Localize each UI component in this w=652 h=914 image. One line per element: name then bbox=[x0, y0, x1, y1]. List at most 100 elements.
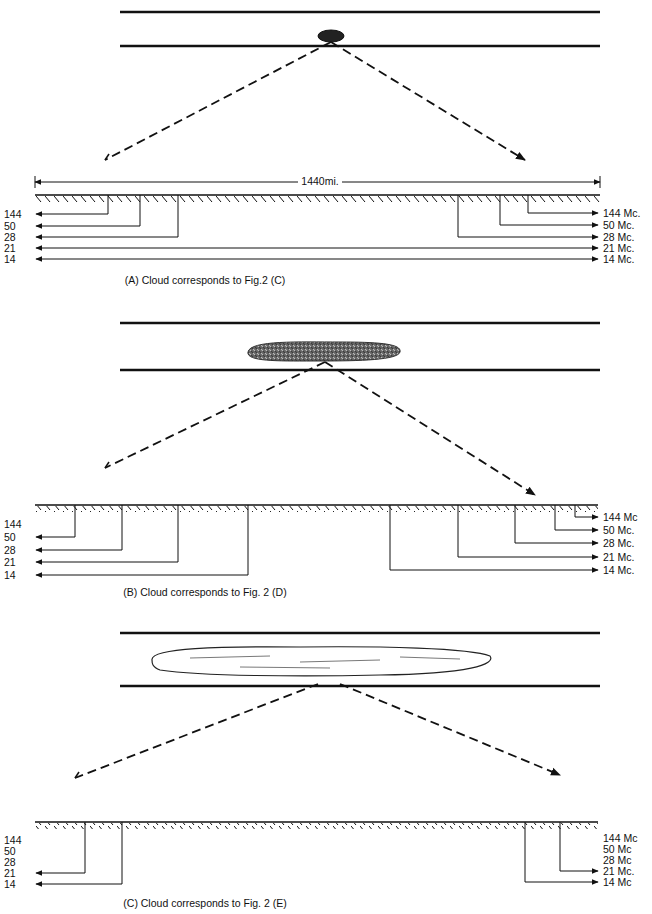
line-drawing bbox=[36, 214, 108, 215]
caption: (C) Cloud corresponds to Fig. 2 (E) bbox=[123, 898, 286, 909]
frequency-label: 144 Mc bbox=[603, 833, 637, 844]
line-drawing bbox=[36, 537, 75, 538]
frequency-label: 28 Mc. bbox=[603, 538, 635, 549]
line-drawing bbox=[575, 517, 598, 518]
frequency-label: 14 bbox=[4, 879, 16, 890]
line-drawing bbox=[525, 882, 598, 883]
frequency-label: 28 bbox=[4, 545, 16, 556]
frequency-label: 144 Mc. bbox=[603, 208, 640, 219]
line-drawing bbox=[458, 237, 598, 238]
line-drawing bbox=[105, 42, 331, 160]
frequency-label: 14 Mc. bbox=[603, 254, 635, 265]
caption: (B) Cloud corresponds to Fig. 2 (D) bbox=[123, 587, 286, 598]
line-drawing bbox=[108, 195, 109, 214]
line-drawing bbox=[340, 684, 560, 775]
line-drawing bbox=[140, 195, 141, 226]
line-drawing bbox=[120, 369, 600, 372]
line-drawing bbox=[85, 822, 86, 873]
line-drawing bbox=[555, 530, 598, 531]
frequency-label: 21 bbox=[4, 243, 16, 254]
frequency-label: 50 bbox=[4, 532, 16, 543]
line-drawing bbox=[528, 213, 598, 214]
frequency-label: 50 Mc. bbox=[603, 525, 635, 536]
frequency-label: 21 Mc. bbox=[603, 243, 635, 254]
line-drawing bbox=[35, 823, 598, 829]
line-drawing bbox=[120, 11, 600, 14]
line-drawing bbox=[325, 362, 535, 495]
line-drawing bbox=[105, 362, 325, 468]
line-drawing bbox=[575, 505, 576, 517]
cloud-shape bbox=[152, 647, 491, 676]
line-drawing bbox=[120, 45, 600, 48]
line-drawing bbox=[35, 504, 598, 506]
line-drawing bbox=[178, 505, 179, 562]
line-drawing bbox=[120, 322, 600, 325]
line-drawing bbox=[120, 685, 600, 688]
frequency-label: 144 Mc bbox=[603, 512, 637, 523]
line-drawing bbox=[390, 570, 598, 571]
line-drawing bbox=[515, 505, 516, 543]
line-drawing bbox=[36, 575, 248, 576]
line-drawing bbox=[500, 195, 501, 225]
frequency-label: 50 bbox=[4, 221, 16, 232]
line-drawing bbox=[36, 873, 85, 874]
panel-a bbox=[35, 12, 600, 259]
line-drawing bbox=[75, 505, 76, 537]
cloud-shape bbox=[318, 30, 344, 42]
line-drawing bbox=[36, 237, 178, 238]
line-drawing bbox=[122, 505, 123, 550]
line-drawing bbox=[35, 506, 598, 512]
line-drawing bbox=[331, 42, 525, 160]
line-drawing bbox=[458, 557, 598, 558]
line-drawing bbox=[36, 259, 598, 260]
line-drawing bbox=[555, 505, 556, 530]
frequency-label: 21 bbox=[4, 557, 16, 568]
line-drawing bbox=[35, 196, 600, 202]
panel-c bbox=[35, 633, 600, 884]
frequency-label: 28 bbox=[4, 857, 16, 868]
line-drawing bbox=[515, 543, 598, 544]
frequency-label: 144 bbox=[4, 209, 22, 220]
frequency-label: 14 bbox=[4, 254, 16, 265]
line-drawing bbox=[35, 821, 598, 823]
line-drawing bbox=[36, 550, 122, 551]
line-drawing bbox=[75, 772, 79, 778]
line-drawing bbox=[36, 226, 140, 227]
frequency-label: 14 bbox=[4, 570, 16, 581]
frequency-label: 21 Mc. bbox=[603, 866, 635, 877]
frequency-label: 50 bbox=[4, 846, 16, 857]
line-drawing bbox=[528, 195, 529, 213]
caption: (A) Cloud corresponds to Fig.2 (C) bbox=[125, 275, 285, 286]
frequency-label: 50 Mc bbox=[603, 844, 632, 855]
line-drawing bbox=[560, 822, 561, 871]
frequency-label: 14 Mc bbox=[603, 877, 632, 888]
line-drawing bbox=[500, 225, 598, 226]
line-drawing bbox=[36, 248, 598, 249]
line-drawing bbox=[178, 195, 179, 237]
frequency-label: 50 Mc. bbox=[603, 220, 635, 231]
line-drawing bbox=[190, 656, 460, 668]
line-drawing bbox=[458, 505, 459, 557]
frequency-label: 28 bbox=[4, 232, 16, 243]
cloud-shape bbox=[248, 342, 400, 361]
frequency-label: 28 Mc. bbox=[603, 232, 635, 243]
line-drawing bbox=[248, 505, 249, 575]
line-drawing bbox=[458, 195, 459, 237]
line-drawing bbox=[600, 176, 601, 188]
line-drawing bbox=[36, 884, 122, 885]
frequency-label: 14 Mc. bbox=[603, 565, 635, 576]
line-drawing bbox=[36, 562, 178, 563]
frequency-label: 21 Mc. bbox=[603, 552, 635, 563]
line-drawing bbox=[105, 462, 109, 468]
line-drawing bbox=[35, 176, 36, 188]
line-drawing bbox=[35, 194, 600, 196]
line-drawing bbox=[75, 684, 318, 778]
frequency-label: 144 bbox=[4, 519, 22, 530]
frequency-label: 28 Mc bbox=[603, 855, 632, 866]
line-drawing bbox=[122, 822, 123, 884]
panel-b bbox=[35, 323, 600, 575]
frequency-label: 144 bbox=[4, 835, 22, 846]
line-drawing bbox=[105, 154, 109, 160]
line-drawing bbox=[525, 822, 526, 882]
